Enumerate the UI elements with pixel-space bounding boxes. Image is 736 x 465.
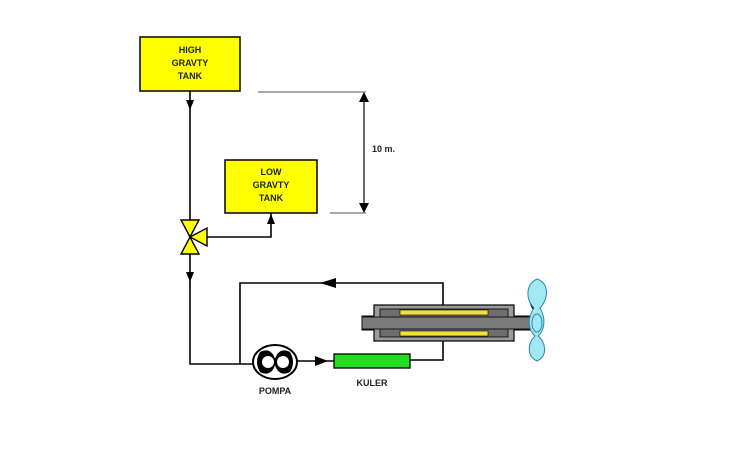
flow-arrow-return [320,278,336,288]
propeller [527,278,547,362]
pump-lobe-left [262,356,274,368]
height-dimension: 10 m. [258,91,395,214]
dimension-arrow-up [359,92,369,102]
flow-arrow-low-tank [267,214,275,224]
valve-top-triangle [179,219,201,239]
high-tank-label-3: TANK [178,71,203,81]
valve-to-pump-line [189,254,258,365]
pump-label: POMPA [259,386,292,396]
bearing-upper [399,309,489,316]
dimension-arrow-down [359,203,369,213]
propeller-hub [531,313,543,333]
valve-to-pump-pipe [186,254,258,365]
low-tank-label-1: LOW [261,167,282,177]
return-loop-line [239,282,444,364]
stern-tube-assembly [361,304,533,342]
cooler: KULER [333,353,411,388]
valve-side-triangle [188,226,208,248]
flow-arrow-to-cooler [315,356,328,366]
pump: POMPA [252,344,298,396]
shaft-core [361,316,533,330]
return-loop-pipe [239,278,444,364]
high-tank-label-2: GRAVTY [172,58,209,68]
flow-arrow-high-tank [186,100,194,110]
high-tank-pipe [186,91,194,220]
low-tank-pipe [203,213,275,238]
cooler-box [333,353,411,369]
low-gravity-tank: LOW GRAVTY TANK [224,159,318,214]
pump-lobe-right [277,356,289,368]
high-gravity-tank: HIGH GRAVTY TANK [139,36,241,92]
bearing-lower [399,330,489,337]
cooler-label: KULER [357,378,388,388]
three-way-valve [179,219,208,255]
low-tank-box [224,159,318,214]
pump-to-cooler-pipe [297,356,334,366]
high-tank-label-1: HIGH [179,45,202,55]
flow-arrow-to-pump [186,272,194,282]
low-tank-label-2: GRAVTY [253,180,290,190]
low-tank-label-3: TANK [259,193,284,203]
low-tank-pipe-line [203,213,272,238]
dimension-label: 10 m. [372,144,395,154]
high-tank-box [139,36,241,92]
